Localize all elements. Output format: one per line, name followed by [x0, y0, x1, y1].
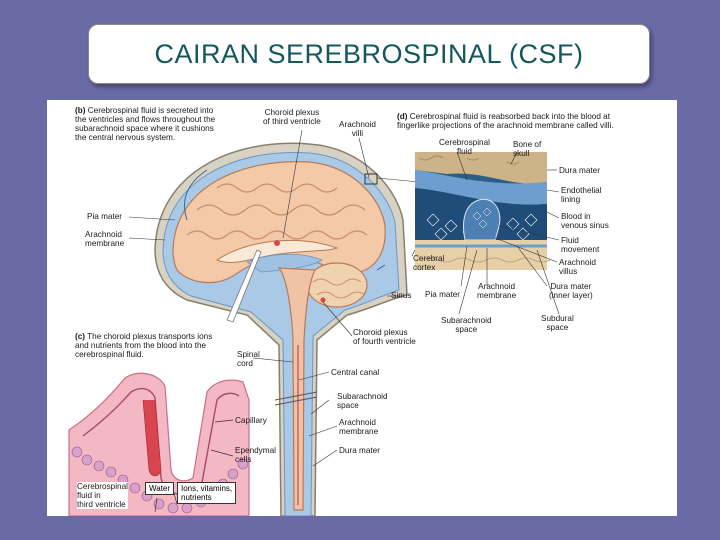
label-c-ions: Ions, vitamins, nutrients: [177, 482, 236, 504]
label-c-capillary: Capillary: [235, 416, 267, 425]
label-d-cerebral-cortex: Cerebral cortex: [413, 254, 444, 272]
label-d-subarachnoid: Subarachnoid space: [441, 316, 492, 334]
caption-c-text: The choroid plexus transports ions and n…: [75, 332, 212, 359]
label-d-subdural: Subdural space: [541, 314, 574, 332]
label-c-water: Water: [145, 482, 174, 495]
caption-c: (c) The choroid plexus transports ions a…: [75, 332, 245, 359]
label-d-arachnoid-membrane: Arachnoid membrane: [477, 282, 516, 300]
label-c-csf-third: Cerebrospinal fluid in third ventricle: [77, 482, 128, 509]
label-d-dura-inner: Dura mater (inner layer): [549, 282, 593, 300]
label-c-ependymal: Ependymal cells: [235, 446, 276, 464]
label-choroid-fourth: Choroid plexus of fourth ventricle: [353, 328, 416, 346]
label-pia-mater: Pia mater: [87, 212, 122, 221]
label-d-blood-sinus: Blood in venous sinus: [561, 212, 609, 230]
caption-b: (b) Cerebrospinal fluid is secreted into…: [75, 106, 245, 142]
label-d-bone: Bone of skull: [513, 140, 541, 158]
label-d-fluid-movement: Fluid movement: [561, 236, 599, 254]
label-choroid-third: Choroid plexus of third ventricle: [263, 108, 321, 126]
label-d-dura: Dura mater: [559, 166, 600, 175]
label-d-pia: Pia mater: [425, 290, 460, 299]
slide-title-box: CAIRAN SEREBROSPINAL (CSF): [88, 24, 650, 84]
label-d-csf: Cerebrospinal fluid: [439, 138, 490, 156]
caption-b-text: Cerebrospinal fluid is secreted into the…: [75, 106, 215, 142]
label-subarachnoid-space: Subarachnoid space: [337, 392, 388, 410]
caption-b-letter: (b): [75, 106, 85, 115]
caption-d-text: Cerebrospinal fluid is reabsorbed back i…: [397, 112, 614, 130]
label-arachnoid-membrane: Arachnoid membrane: [85, 230, 124, 248]
label-arachnoid-villi: Arachnoid villi: [339, 120, 376, 138]
caption-d-letter: (d): [397, 112, 407, 121]
label-central-canal: Central canal: [331, 368, 379, 377]
csf-figure: (b) Cerebrospinal fluid is secreted into…: [47, 100, 677, 516]
caption-c-letter: (c): [75, 332, 85, 341]
label-dura-mater: Dura mater: [339, 446, 380, 455]
label-arachnoid-membrane-2: Arachnoid membrane: [339, 418, 378, 436]
label-d-arachnoid-villus: Arachnoid villus: [559, 258, 596, 276]
slide-title: CAIRAN SEREBROSPINAL (CSF): [154, 39, 583, 70]
label-d-endothelial: Endothelial lining: [561, 186, 602, 204]
label-sinus: Sinus: [391, 291, 411, 300]
caption-d: (d) Cerebrospinal fluid is reabsorbed ba…: [397, 112, 677, 130]
